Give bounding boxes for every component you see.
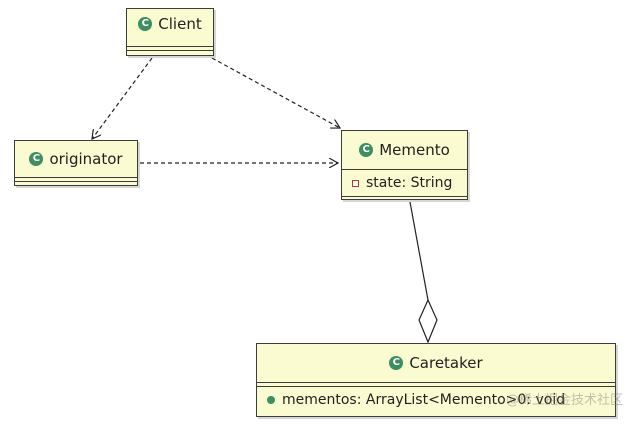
class-icon: C [389, 356, 404, 370]
caretaker-attribute-mementos: mementos: ArrayList<Memento>0: void [257, 387, 615, 413]
private-field-icon [352, 179, 359, 187]
class-caretaker[interactable]: C Caretaker mementos: ArrayList<Memento>… [256, 343, 616, 417]
public-method-icon [267, 396, 275, 404]
memento-attribute-text: state: String [366, 175, 453, 191]
class-memento-name: Memento [379, 141, 450, 159]
class-icon: C [138, 17, 153, 31]
class-caretaker-header: C Caretaker [257, 344, 615, 382]
class-client-header: C Client [127, 9, 213, 39]
dependency-client-memento [211, 57, 340, 128]
watermark: @稀土掘金技术社区 [505, 393, 623, 408]
memento-attribute-state: state: String [342, 170, 467, 196]
class-client-name: Client [158, 15, 202, 33]
caretaker-attribute-text: mementos: ArrayList<Memento>0: void [282, 392, 566, 408]
class-memento-header: C Memento [342, 131, 467, 169]
class-icon: C [359, 143, 374, 157]
class-icon: C [29, 152, 44, 166]
aggregation-line [409, 201, 429, 301]
class-memento[interactable]: C Memento state: String [341, 130, 468, 200]
class-originator-header: C originator [15, 141, 137, 177]
aggregation-diamond [418, 298, 438, 344]
class-originator-name: originator [49, 150, 123, 168]
class-caretaker-name: Caretaker [409, 354, 483, 372]
dependency-client-originator [92, 57, 153, 139]
class-originator[interactable]: C originator [14, 140, 138, 186]
class-client[interactable]: C Client [126, 8, 214, 56]
